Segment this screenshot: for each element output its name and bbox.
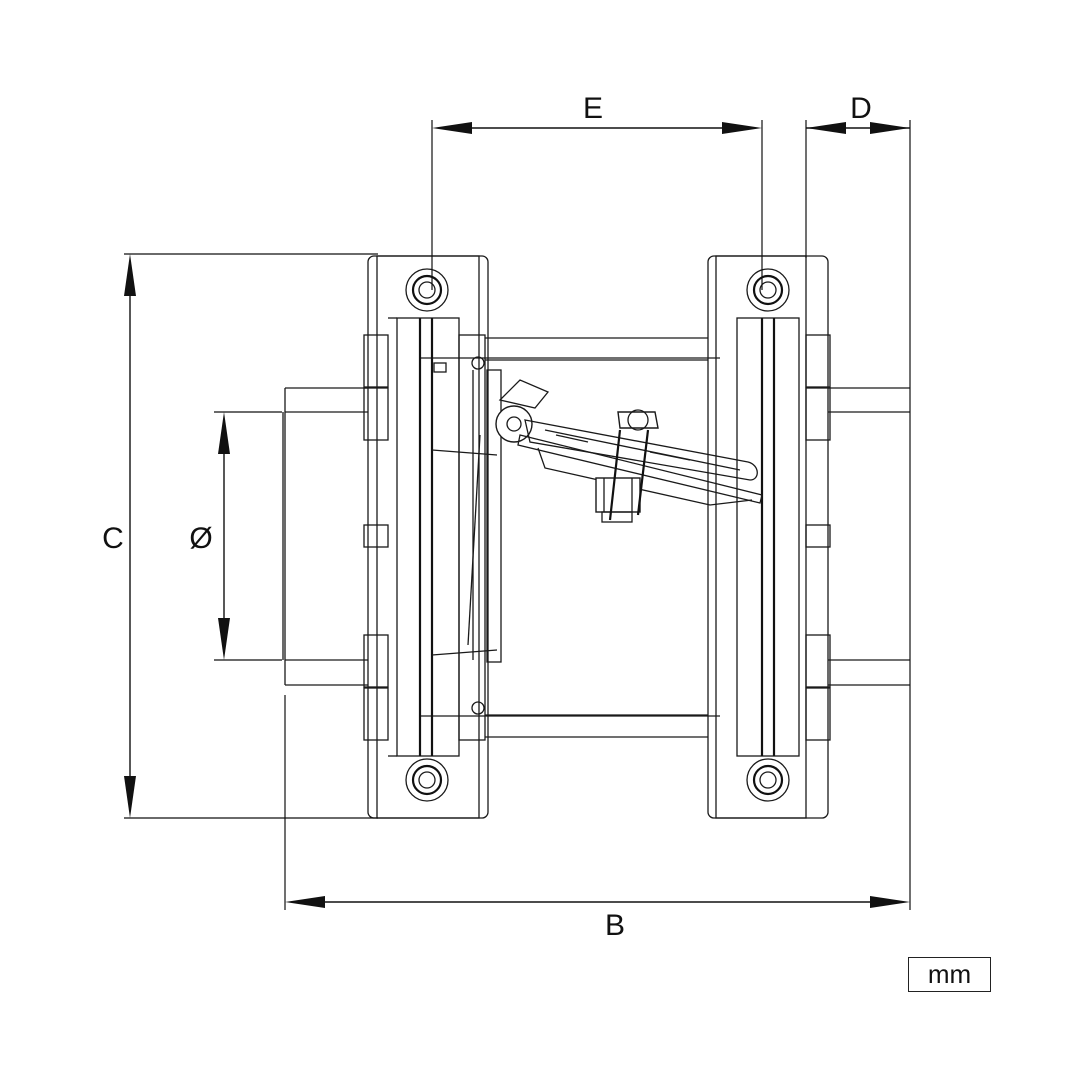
- bolt-bottom-right: [746, 758, 790, 802]
- dimension-d: D: [805, 92, 911, 910]
- bolt-top-right: [746, 268, 790, 312]
- right-spigot: [828, 387, 910, 686]
- left-flange: [363, 255, 502, 819]
- bolt-bottom-left: [405, 758, 449, 802]
- dimension-d-label: D: [850, 92, 872, 125]
- dimension-c: C: [102, 253, 378, 819]
- dimension-b: B: [284, 695, 910, 942]
- left-spigot: [282, 387, 368, 686]
- dimension-c-label: C: [102, 522, 124, 555]
- dimension-diameter-label: Ø: [189, 522, 212, 555]
- bolt-top-left: [405, 268, 449, 312]
- dimension-b-label: B: [605, 909, 625, 942]
- right-flange: [707, 255, 831, 819]
- dimension-e-label: E: [583, 92, 603, 125]
- dimension-diameter: Ø: [189, 411, 282, 661]
- body-tube: [420, 337, 720, 738]
- units-badge: mm: [908, 957, 991, 992]
- dimension-e: E: [431, 92, 763, 290]
- units-label: mm: [927, 959, 972, 989]
- flap-disc: [495, 379, 763, 523]
